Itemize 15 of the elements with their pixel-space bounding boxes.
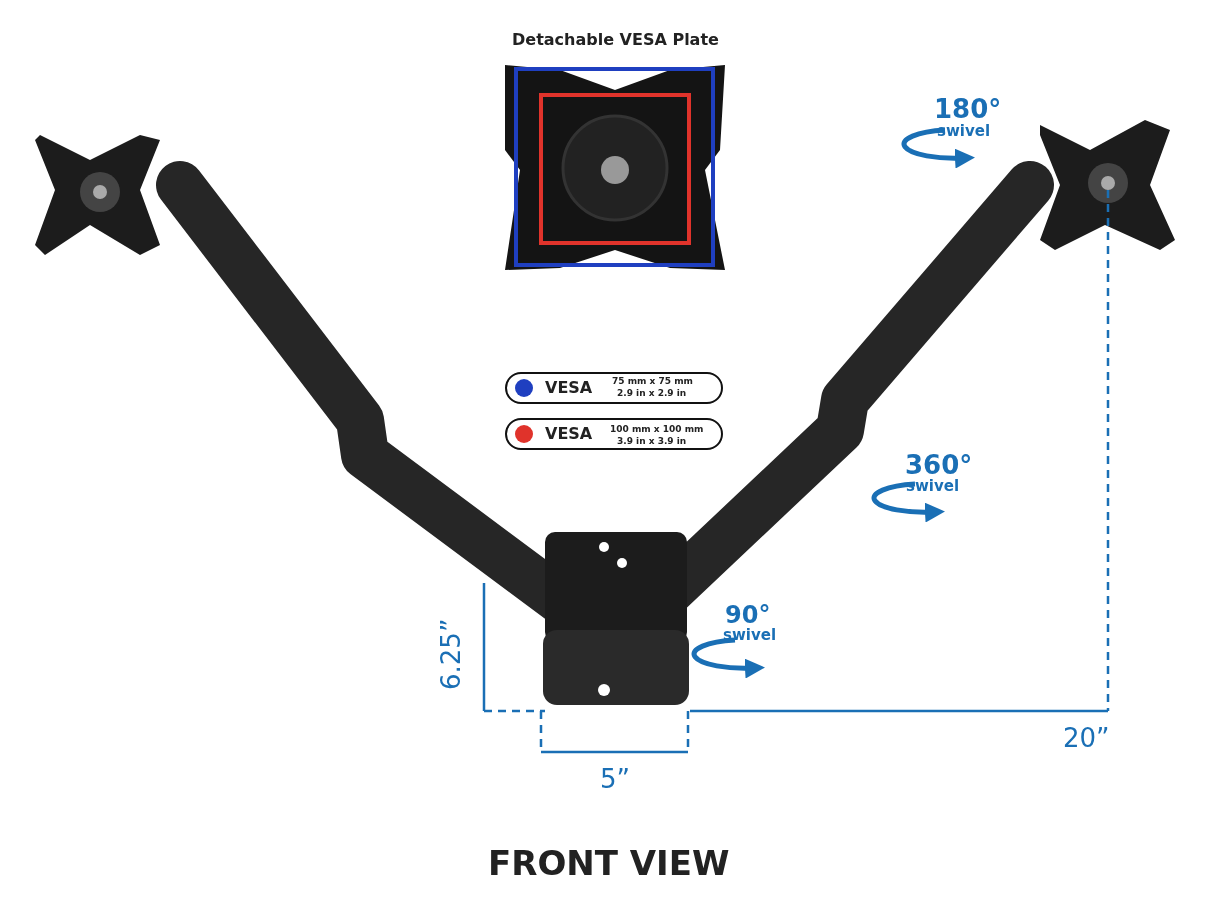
size-text: 75 mm x 75 mm [612,377,693,386]
angle-label: 90° [725,603,771,627]
dimension-value: 6.25” [438,618,464,690]
angle-label: 360° [905,452,973,478]
swivel-label: swivel [723,628,777,643]
caption: FRONT VIEW [488,846,730,880]
legend-text: VESA [545,426,593,442]
size-text: 3.9 in x 3.9 in [617,437,687,446]
size-text: 2.9 in x 2.9 in [617,389,687,398]
dimension-value: 5” [600,766,630,792]
dimension-value: 20” [1063,725,1110,751]
legend-text: VESA [545,380,593,396]
size-text: 100 mm x 100 mm [610,425,704,434]
plate-caption: Detachable VESA Plate [512,32,719,48]
angle-label: 180° [934,96,1002,122]
